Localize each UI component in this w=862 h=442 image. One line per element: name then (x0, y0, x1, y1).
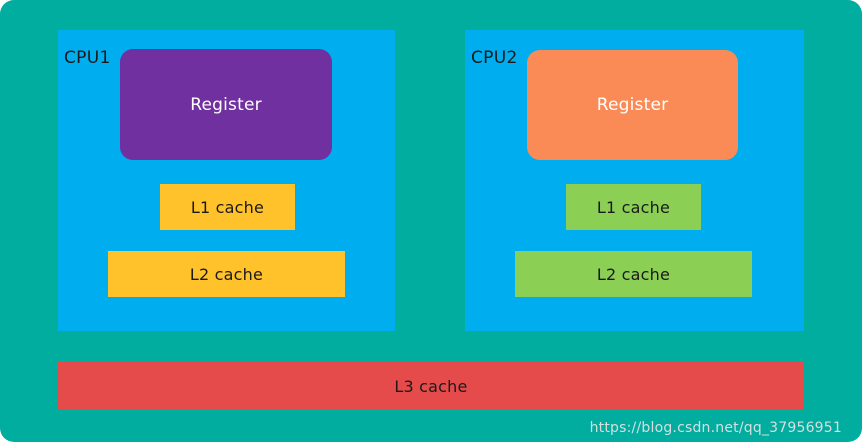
l3-cache-box: L3 cache (58, 362, 804, 410)
cpu1-l2-cache-box: L2 cache (108, 251, 345, 297)
watermark-text: https://blog.csdn.net/qq_37956951 (589, 420, 842, 436)
cpu2-register-box: Register (527, 50, 738, 160)
cpu-block-cpu2: CPU2 Register L1 cache L2 cache (465, 30, 804, 331)
cpu2-l1-cache-box: L1 cache (566, 184, 701, 230)
cpu2-l2-cache-box: L2 cache (515, 251, 752, 297)
cpu2-label: CPU2 (471, 48, 518, 68)
cpu1-l1-cache-box: L1 cache (160, 184, 295, 230)
cpu1-register-box: Register (120, 49, 332, 160)
cpu-block-cpu1: CPU1 Register L1 cache L2 cache (58, 30, 395, 331)
cpu1-label: CPU1 (64, 48, 111, 68)
